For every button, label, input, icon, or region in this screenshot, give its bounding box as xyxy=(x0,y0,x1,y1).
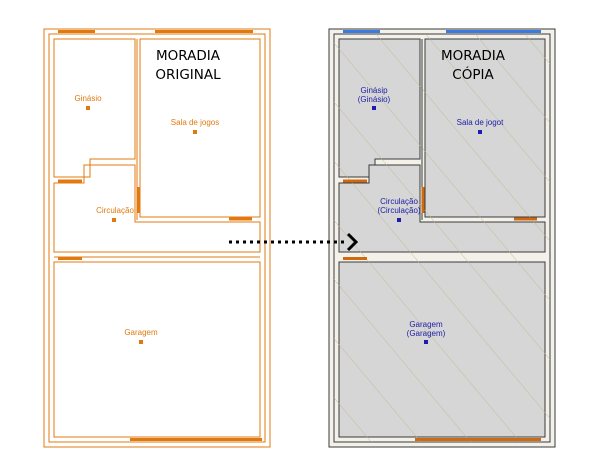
copy-label-ginasio-sub: (Ginásio) xyxy=(357,95,391,104)
copy-title-line1: MORADIA xyxy=(441,48,505,64)
original-title: MORADIA ORIGINAL xyxy=(148,47,228,85)
original-label-sala: Sala de jogos xyxy=(170,118,220,127)
original-label-circulacao: Circulação xyxy=(96,206,134,215)
copy-title: MORADIA CÓPIA xyxy=(437,47,509,85)
copy-label-ginasio: Ginásip (Ginásio) xyxy=(352,86,396,104)
original-label-garagem: Garagem xyxy=(124,328,158,337)
original-title-line2: ORIGINAL xyxy=(155,67,221,83)
original-room-ginasio xyxy=(53,38,136,178)
copy-label-garagem-sub: (Garagem) xyxy=(406,329,446,338)
original-marker-ginasio xyxy=(86,106,90,110)
original-room-garagem xyxy=(53,261,261,438)
original-title-line1: MORADIA xyxy=(156,48,220,64)
copy-title-line2: CÓPIA xyxy=(452,67,494,83)
dotted-arrow-right-icon xyxy=(229,232,359,252)
original-label-ginasio: Ginásio xyxy=(74,94,102,103)
copy-label-circulacao-name: Circulação xyxy=(380,197,418,206)
copy-label-circulacao: Circulação (Circulação) xyxy=(372,197,426,215)
original-marker-garagem xyxy=(139,340,143,344)
copy-label-circulacao-sub: (Circulação) xyxy=(377,206,421,215)
copy-label-garagem: Garagem (Garagem) xyxy=(400,320,452,338)
original-marker-circulacao xyxy=(112,218,116,222)
copy-marker-sala xyxy=(478,130,482,134)
original-inner-wall xyxy=(48,33,266,443)
copy-marker-ginasio xyxy=(372,106,376,110)
copy-marker-garagem xyxy=(424,340,428,344)
copy-label-ginasio-name: Ginásip xyxy=(360,86,388,95)
original-room-circulacao xyxy=(53,164,261,253)
copy-marker-circulacao xyxy=(397,218,401,222)
copy-label-garagem-name: Garagem xyxy=(409,320,443,329)
copy-label-sala: Sala de jogot xyxy=(456,118,504,127)
original-room-sala xyxy=(139,38,261,218)
original-marker-sala xyxy=(193,130,197,134)
original-outer-wall xyxy=(43,28,271,448)
